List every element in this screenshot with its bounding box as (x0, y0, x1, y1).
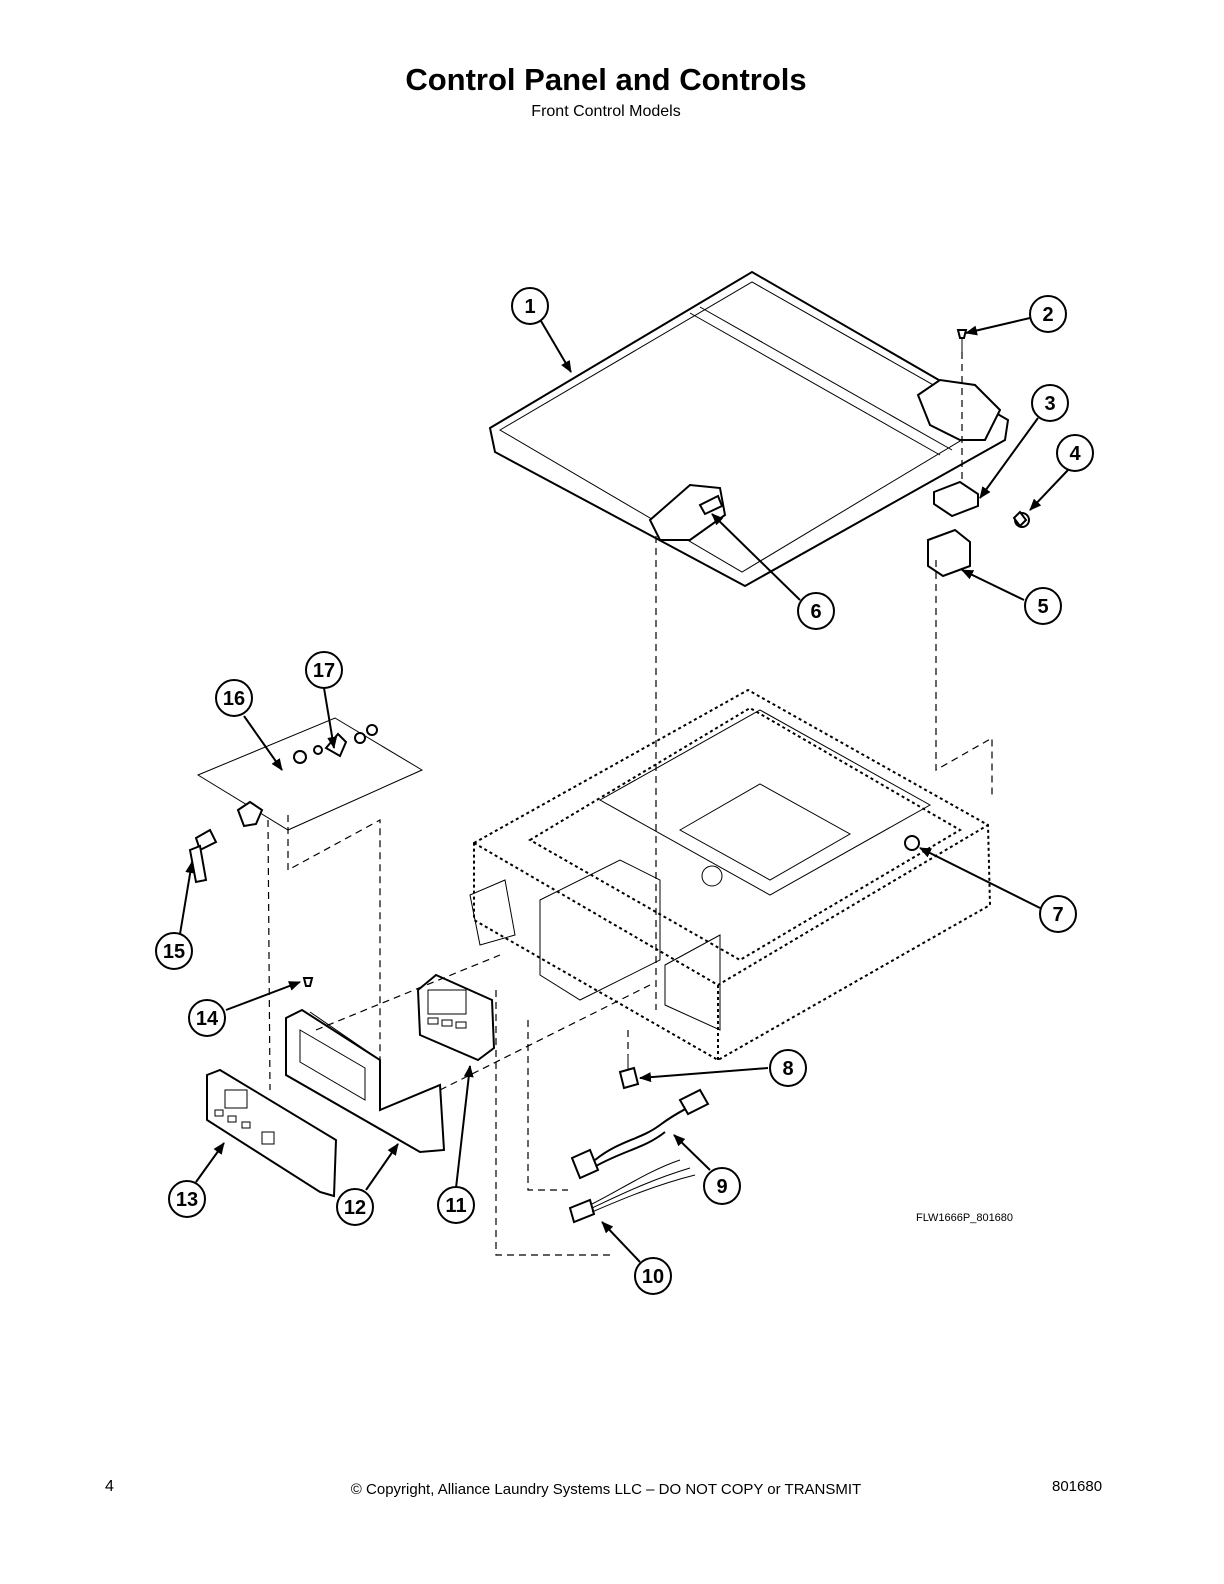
hinge-hardware (927, 329, 1030, 578)
callout-14: 14 (188, 999, 226, 1037)
callout-1: 1 (511, 287, 549, 325)
callout-15: 15 (155, 932, 193, 970)
callout-8: 8 (769, 1049, 807, 1087)
svg-text:4: 4 (1069, 443, 1081, 465)
svg-text:10: 10 (642, 1266, 664, 1288)
figure-code: FLW1666P_801680 (916, 1212, 1014, 1224)
callout-11: 11 (437, 1186, 475, 1224)
callout-7: 7 (1039, 895, 1077, 933)
page-title: Control Panel and Controls (405, 62, 807, 97)
svg-text:14: 14 (196, 1008, 219, 1030)
console-frame (469, 688, 992, 1062)
svg-text:2: 2 (1042, 304, 1053, 326)
panel-bracket (285, 1008, 446, 1154)
callout-10: 10 (634, 1257, 672, 1295)
callout-13: 13 (168, 1180, 206, 1218)
callout-12: 12 (336, 1188, 374, 1226)
callout-9: 9 (703, 1167, 741, 1205)
document-number: 801680 (1052, 1478, 1103, 1495)
callout-6: 6 (797, 592, 835, 630)
alignment-lines (267, 352, 993, 1256)
lock-hardware (188, 717, 424, 987)
leader-arrows (179, 317, 1069, 1263)
control-module (416, 973, 496, 1062)
svg-text:17: 17 (313, 660, 335, 682)
overlay-panel (206, 1068, 338, 1198)
callout-2: 2 (1029, 295, 1067, 333)
lid-top-panel (488, 270, 1010, 588)
svg-text:15: 15 (163, 941, 185, 963)
wiring-harness (568, 1088, 710, 1224)
svg-text:5: 5 (1037, 596, 1048, 618)
copyright-notice: © Copyright, Alliance Laundry Systems LL… (350, 1481, 862, 1498)
page-subtitle: Front Control Models (531, 103, 681, 120)
svg-text:11: 11 (445, 1195, 466, 1217)
svg-text:8: 8 (782, 1058, 793, 1080)
callout-3: 3 (1031, 384, 1069, 422)
svg-text:16: 16 (223, 688, 245, 710)
svg-text:3: 3 (1044, 393, 1055, 415)
callout-16: 16 (215, 679, 253, 717)
bolt (618, 1055, 640, 1090)
callout-5: 5 (1024, 587, 1062, 625)
callout-4: 4 (1056, 434, 1094, 472)
callout-17: 17 (305, 651, 343, 689)
svg-text:7: 7 (1052, 904, 1063, 926)
svg-text:13: 13 (176, 1189, 198, 1211)
svg-text:6: 6 (810, 601, 821, 623)
svg-text:12: 12 (344, 1197, 366, 1219)
svg-text:9: 9 (716, 1176, 727, 1198)
svg-text:1: 1 (524, 296, 535, 318)
page-number: 4 (105, 1478, 114, 1495)
